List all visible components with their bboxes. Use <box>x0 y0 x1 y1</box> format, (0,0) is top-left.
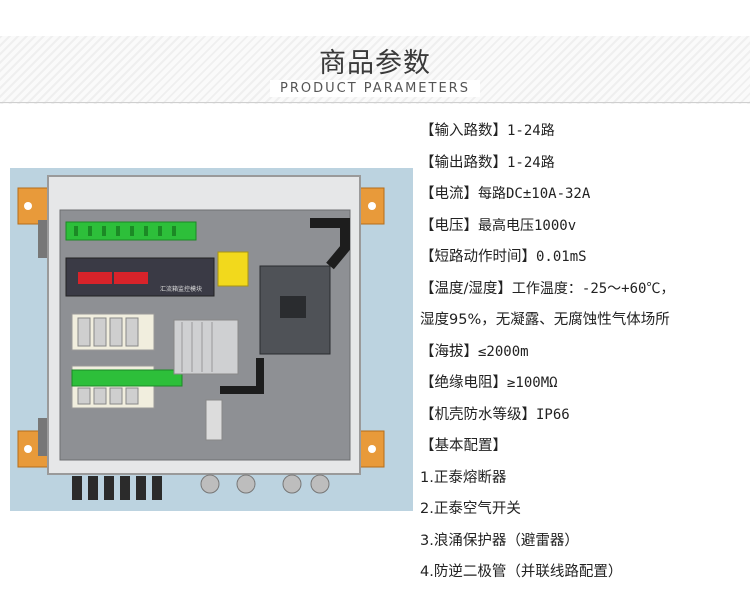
spec-value: 1.正泰熔断器 <box>420 469 507 486</box>
spec-value: 3.浪涌保护器（避雷器） <box>420 532 579 549</box>
header-divider <box>0 102 750 103</box>
spec-value: 每路DC±10A-32A <box>478 186 591 202</box>
spec-value: 4.防逆二极管（并联线路配置） <box>420 564 623 580</box>
bottom-connectors <box>72 476 162 500</box>
diode-heatsink <box>173 319 239 375</box>
spec-label: 【电压】 <box>420 217 478 234</box>
spec-value: ≤2000m <box>478 343 529 360</box>
spec-row: 【短路动作时间】0.01mS <box>420 242 746 274</box>
spec-row: 1.正泰熔断器 <box>420 463 746 495</box>
spec-value: 湿度95%，无凝露、无腐蚀性气体场所 <box>420 312 670 328</box>
spec-row: 2.正泰空气开关 <box>420 494 746 526</box>
page-title: 商品参数 <box>319 48 431 79</box>
spec-row: 【输出路数】1-24路 <box>420 148 746 180</box>
spec-row: 【海拔】≤2000m <box>420 337 746 369</box>
cable-glands <box>200 474 330 494</box>
spec-label: 【输入路数】 <box>420 123 507 139</box>
spec-row: 【温度/湿度】工作温度：-25～+60℃， <box>420 274 746 306</box>
spec-label: 【基本配置】 <box>420 438 507 454</box>
spec-row: 【机壳防水等级】IP66 <box>420 400 746 432</box>
spec-label: 【短路动作时间】 <box>420 249 536 265</box>
spec-value: 1-24路 <box>507 123 555 139</box>
combiner-box-illustration: 汇流箱监控模块 <box>17 175 385 500</box>
spec-value: IP66 <box>536 406 570 423</box>
spec-list: 【输入路数】1-24路【输出路数】1-24路【电流】每路DC±10A-32A【电… <box>420 116 746 589</box>
surge-protector <box>217 251 249 287</box>
spec-value: ≥100MΩ <box>507 375 558 391</box>
spec-value: 工作温度：-25～+60℃， <box>511 280 675 297</box>
spec-value: 最高电压1000v <box>478 217 577 234</box>
lower-busbar <box>71 369 183 387</box>
spec-label: 【机壳防水等级】 <box>420 406 536 423</box>
page-subtitle-wrap: PRODUCT PARAMETERS <box>0 77 750 97</box>
spec-row: 湿度95%，无凝露、无腐蚀性气体场所 <box>420 305 746 337</box>
product-photo: 汇流箱监控模块 <box>10 168 413 511</box>
spec-row: 4.防逆二极管（并联线路配置） <box>420 557 746 589</box>
spec-row: 3.浪涌保护器（避雷器） <box>420 526 746 558</box>
spec-label: 【电流】 <box>420 186 478 202</box>
spec-row: 【输入路数】1-24路 <box>420 116 746 148</box>
spec-label: 【温度/湿度】 <box>420 280 512 297</box>
spec-row: 【基本配置】 <box>420 431 746 463</box>
breaker-label: 汇流箱监控模块 <box>160 285 202 293</box>
spec-value: 2.正泰空气开关 <box>420 501 521 517</box>
page-subtitle: PRODUCT PARAMETERS <box>270 80 480 97</box>
spec-value: 0.01mS <box>536 249 587 265</box>
spec-row: 【电压】最高电压1000v <box>420 211 746 243</box>
spec-row: 【电流】每路DC±10A-32A <box>420 179 746 211</box>
spec-row: 【绝缘电阻】≥100MΩ <box>420 368 746 400</box>
spec-label: 【输出路数】 <box>420 154 507 171</box>
spec-value: 1-24路 <box>507 154 555 171</box>
spec-label: 【绝缘电阻】 <box>420 375 507 391</box>
spec-label: 【海拔】 <box>420 343 478 360</box>
